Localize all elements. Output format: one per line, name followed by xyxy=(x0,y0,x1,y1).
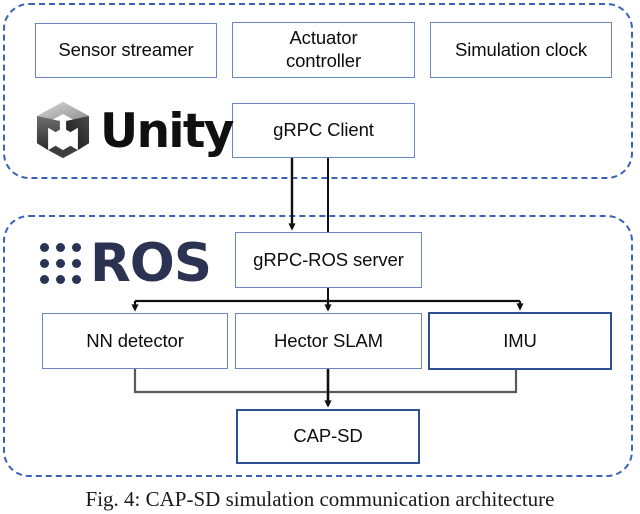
node-imu-label: IMU xyxy=(503,329,537,351)
node-cap-sd[interactable]: CAP-SD xyxy=(236,409,420,464)
ros-dot-grid-icon xyxy=(40,242,81,284)
bus-sensors-to-capsd xyxy=(133,369,518,394)
node-simulation-clock[interactable]: Simulation clock xyxy=(430,22,612,78)
node-nn-detector-label: NN detector xyxy=(86,329,184,351)
node-imu[interactable]: IMU xyxy=(428,312,612,370)
node-grpc-client[interactable]: gRPC Client xyxy=(232,103,415,158)
node-grpc-ros-server-label: gRPC-ROS server xyxy=(253,248,404,270)
node-simulation-clock-label: Simulation clock xyxy=(454,38,588,60)
unity-logo: Unity xyxy=(32,98,234,165)
node-hector-slam-label: Hector SLAM xyxy=(274,329,383,351)
node-grpc-ros-server[interactable]: gRPC-ROS server xyxy=(235,232,422,288)
ros-wordmark: ROS xyxy=(90,232,212,294)
figure-caption: Fig. 4: CAP-SD simulation communication … xyxy=(85,487,555,511)
node-sensor-streamer-label: Sensor streamer xyxy=(58,39,194,61)
unity-cube-icon xyxy=(32,98,94,165)
node-grpc-client-label: gRPC Client xyxy=(273,119,374,141)
unity-wordmark: Unity xyxy=(100,103,234,159)
node-sensor-streamer[interactable]: Sensor streamer xyxy=(35,23,217,78)
node-hector-slam[interactable]: Hector SLAM xyxy=(235,313,422,369)
node-actuator-controller[interactable]: Actuator controller xyxy=(232,22,415,78)
node-cap-sd-label: CAP-SD xyxy=(293,425,363,447)
ros-logo: ROS xyxy=(40,232,212,294)
node-actuator-controller-label: Actuator controller xyxy=(285,27,362,71)
node-nn-detector[interactable]: NN detector xyxy=(42,313,228,369)
